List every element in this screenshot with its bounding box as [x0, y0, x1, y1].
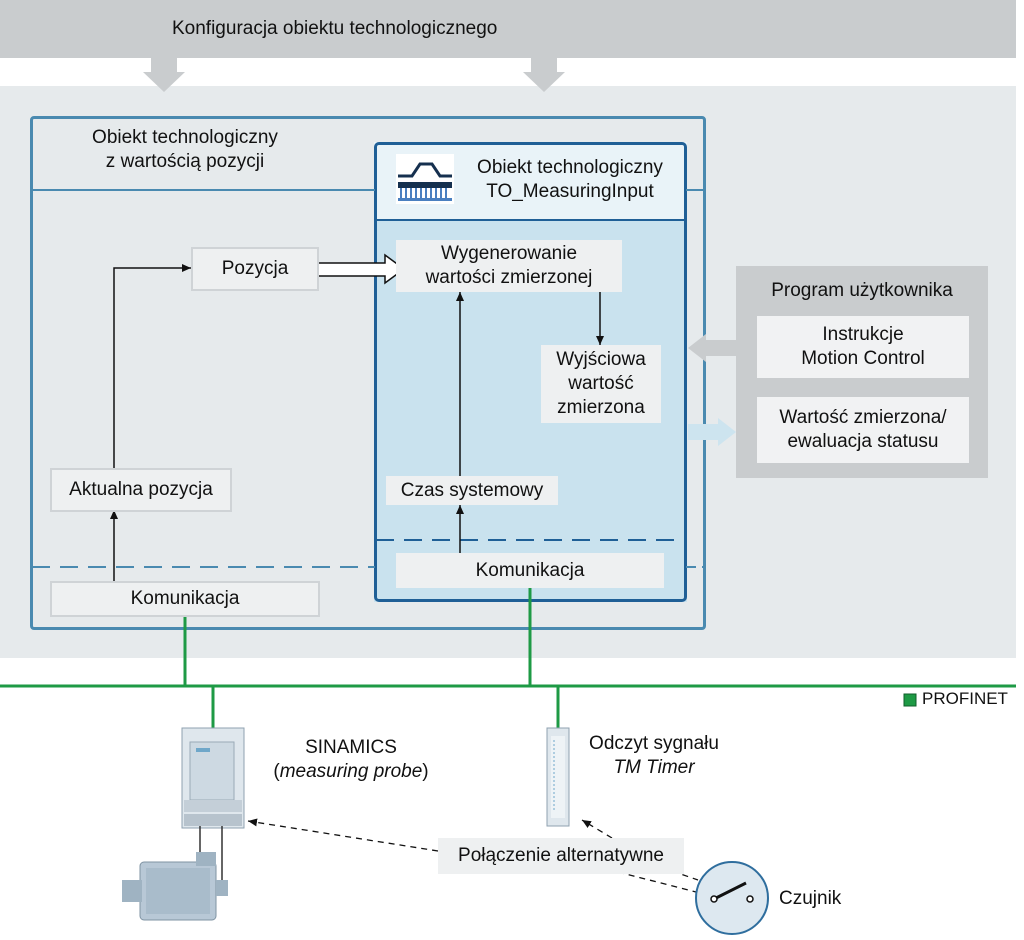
actual-position-label: Aktualna pozycja: [69, 479, 213, 500]
sinamics-label: SINAMICS (measuring probe): [246, 736, 456, 784]
sinamics-drive-icon: [181, 727, 245, 882]
user-program-title: Program użytkownika: [771, 280, 953, 301]
position-label: Pozycja: [221, 258, 289, 279]
config-arrow-right: [523, 58, 565, 92]
alternative-connection-box: Połączenie alternatywne: [438, 838, 684, 874]
actual-position-box: Aktualna pozycja: [50, 468, 232, 512]
generate-line2: wartości zmierzonej: [425, 267, 593, 288]
measuring-communication-box: Komunikacja: [396, 553, 664, 588]
eval-line2: ewaluacja statusu: [787, 431, 939, 452]
sensor-icon: [695, 861, 769, 935]
generate-line1: Wygenerowanie: [440, 243, 578, 264]
config-bar: [0, 0, 1016, 58]
system-time-label: Czas systemowy: [400, 479, 544, 501]
output-line3: zmierzona: [557, 397, 645, 418]
profinet-label: PROFINET: [922, 689, 1008, 708]
status-evaluation-box: Wartość zmierzona/ ewaluacja statusu: [757, 397, 969, 463]
output-line2: wartość: [568, 373, 634, 394]
position-object-title-line1: Obiekt technologiczny: [92, 127, 278, 148]
config-arrow-left: [143, 58, 185, 92]
measuring-object-title-line2: TO_MeasuringInput: [486, 181, 654, 202]
position-object-title: Obiekt technologiczny z wartością pozycj…: [70, 126, 300, 174]
hollow-arrow: [310, 253, 406, 285]
profinet-legend-icon: [903, 693, 917, 707]
sensor-label: Czujnik: [779, 888, 842, 909]
position-object-frame: [30, 116, 706, 630]
tm-timer-label: Odczyt sygnału TM Timer: [580, 732, 728, 780]
position-object-title-line2: z wartością pozycji: [105, 151, 265, 172]
instr-line1: Instrukcje: [822, 324, 904, 345]
eval-line1: Wartość zmierzona/: [779, 407, 947, 428]
output-measured-value-box: Wyjściowa wartość zmierzona: [541, 345, 661, 423]
measuring-object-title: Obiekt technologiczny TO_MeasuringInput: [460, 156, 680, 204]
alternative-connection-label: Połączenie alternatywne: [458, 845, 664, 866]
arrow-to-evaluation: [688, 418, 736, 446]
position-communication-label: Komunikacja: [130, 588, 240, 609]
sinamics-line1: SINAMICS: [305, 737, 397, 758]
measuring-communication-label: Komunikacja: [475, 559, 585, 581]
sinamics-line2: (measuring probe): [273, 761, 429, 782]
position-box: Pozycja: [191, 247, 319, 291]
tm-line2: TM Timer: [613, 757, 695, 778]
generate-measured-value-box: Wygenerowanie wartości zmierzonej: [396, 240, 622, 292]
system-time-box: Czas systemowy: [386, 476, 558, 505]
arrow-from-instructions: [688, 334, 736, 362]
instr-line2: Motion Control: [801, 348, 925, 369]
measuring-input-icon: [396, 154, 454, 204]
config-title: Konfiguracja obiektu technologicznego: [172, 18, 498, 39]
position-communication-box: Komunikacja: [50, 581, 320, 617]
tm-line1: Odczyt sygnału: [589, 733, 719, 754]
measuring-object-title-line1: Obiekt technologiczny: [477, 157, 663, 178]
motion-control-instructions-box: Instrukcje Motion Control: [757, 316, 969, 378]
output-line1: Wyjściowa: [556, 349, 646, 370]
motor-icon: [122, 852, 228, 921]
tm-timer-module-icon: [546, 727, 570, 827]
